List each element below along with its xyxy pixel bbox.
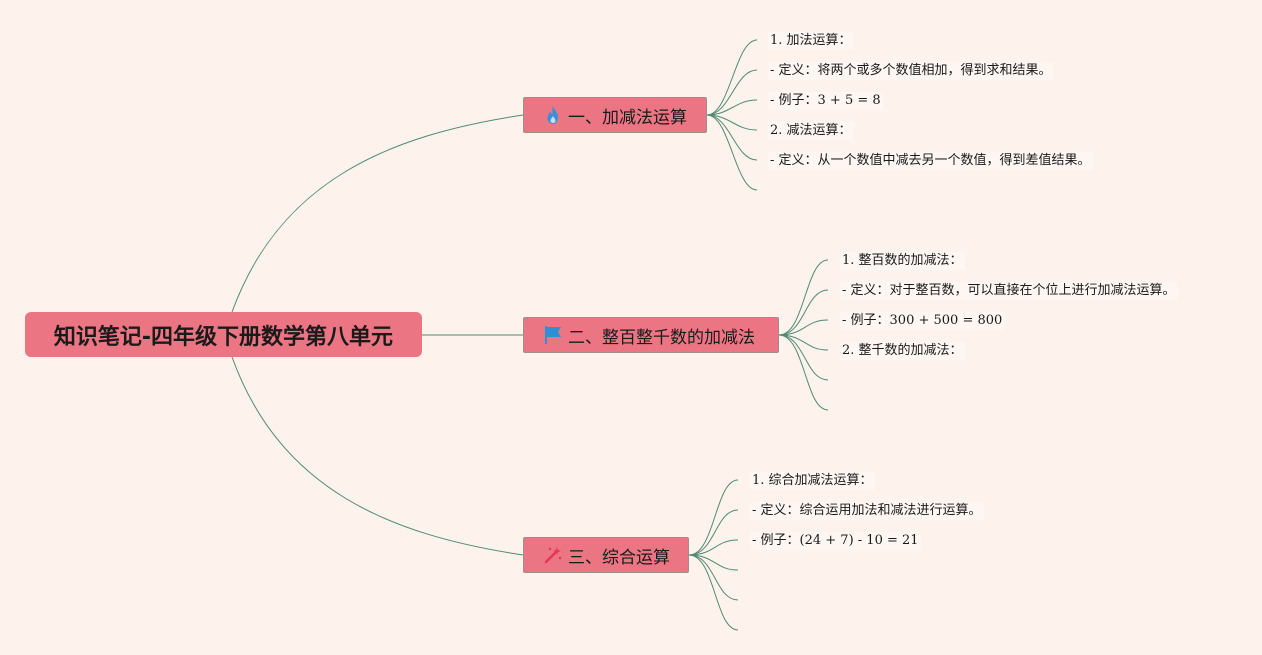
root-node[interactable]: 知识笔记-四年级下册数学第八单元 — [25, 312, 422, 357]
leaf-text[interactable]: - 例子：300 + 500 = 800 — [840, 312, 1005, 330]
leaf-text[interactable]: 1. 整百数的加减法： — [840, 252, 965, 270]
branch-label: 三、综合运算 — [568, 547, 670, 568]
connector-b2-leaf-6 — [778, 334, 829, 411]
leaf-text[interactable]: - 定义：对于整百数，可以直接在个位上进行加减法运算。 — [840, 282, 1178, 300]
fire-icon — [542, 104, 564, 126]
leaf-text[interactable]: 2. 减法运算： — [768, 122, 854, 140]
connector-b2-leaf-1 — [778, 259, 829, 336]
leaf-text[interactable]: 2. 整千数的加减法： — [840, 342, 965, 360]
leaf-text[interactable]: - 定义：从一个数值中减去另一个数值，得到差值结果。 — [768, 152, 1093, 170]
connector-root-branch-3 — [231, 356, 524, 556]
branch-label: 一、加减法运算 — [568, 107, 687, 128]
leaf-text[interactable]: 1. 加法运算： — [768, 32, 854, 50]
branch-node-addition-subtraction[interactable]: 一、加减法运算 — [523, 97, 707, 133]
branch-node-combined-operations[interactable]: 三、综合运算 — [523, 537, 689, 573]
connector-b1-leaf-3 — [706, 99, 758, 116]
connector-b3-leaf-6 — [688, 554, 739, 631]
leaf-text[interactable]: - 例子：3 + 5 = 8 — [768, 92, 883, 110]
magic-wand-icon — [542, 544, 564, 566]
branch-label: 二、整百整千数的加减法 — [568, 327, 755, 348]
leaf-text[interactable]: - 定义：综合运用加法和减法进行运算。 — [750, 502, 984, 520]
connector-b2-leaf-5 — [778, 334, 829, 381]
connector-b1-leaf-2 — [706, 69, 758, 116]
connector-b1-leaf-5 — [706, 114, 758, 161]
connector-b3-leaf-5 — [688, 554, 739, 601]
leaf-text[interactable]: - 例子：(24 + 7) - 10 = 21 — [750, 532, 921, 550]
connector-b2-leaf-2 — [778, 289, 829, 336]
flag-icon — [542, 324, 564, 346]
connector-b3-leaf-2 — [688, 509, 739, 556]
connector-b1-leaf-1 — [706, 39, 758, 116]
connector-b2-leaf-3 — [778, 319, 829, 336]
connector-b3-leaf-3 — [688, 539, 739, 556]
connector-b3-leaf-1 — [688, 479, 739, 556]
connector-root-branch-1 — [231, 114, 524, 313]
connector-b1-leaf-6 — [706, 114, 758, 191]
branch-node-whole-hundreds-thousands[interactable]: 二、整百整千数的加减法 — [523, 317, 779, 353]
leaf-text[interactable]: 1. 综合加减法运算： — [750, 472, 875, 490]
leaf-text[interactable]: - 定义：将两个或多个数值相加，得到求和结果。 — [768, 62, 1054, 80]
